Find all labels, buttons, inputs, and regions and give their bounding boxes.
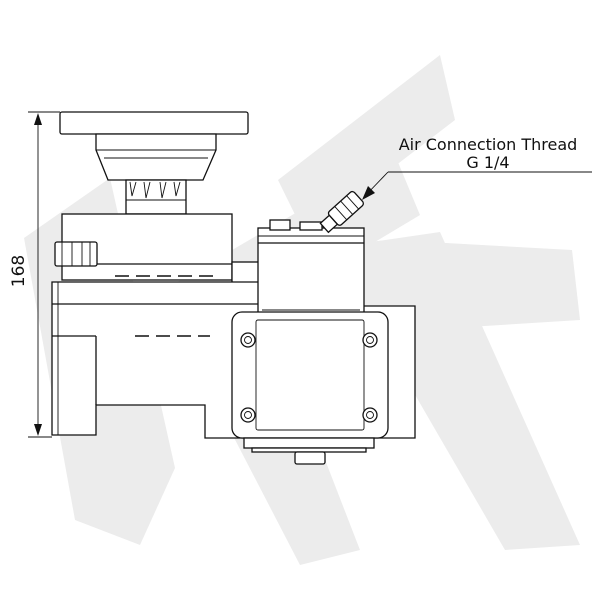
height-dimension	[28, 111, 60, 438]
bolt-bottom-right	[362, 407, 378, 423]
dimension-label: 168	[9, 255, 29, 287]
callout-leader	[362, 171, 592, 200]
bolt-top-right	[362, 332, 378, 348]
bolt-bottom-left	[240, 407, 256, 423]
callout-title: Air Connection Thread	[399, 135, 578, 154]
top-flange	[59, 111, 249, 181]
valve-block	[257, 219, 365, 319]
air-fitting	[319, 190, 364, 234]
side-plug	[54, 241, 98, 267]
callout-thread-size: G 1/4	[466, 153, 509, 172]
bolt-top-left	[240, 332, 256, 348]
cover-plate	[231, 311, 389, 465]
gripper-teeth	[125, 179, 187, 215]
